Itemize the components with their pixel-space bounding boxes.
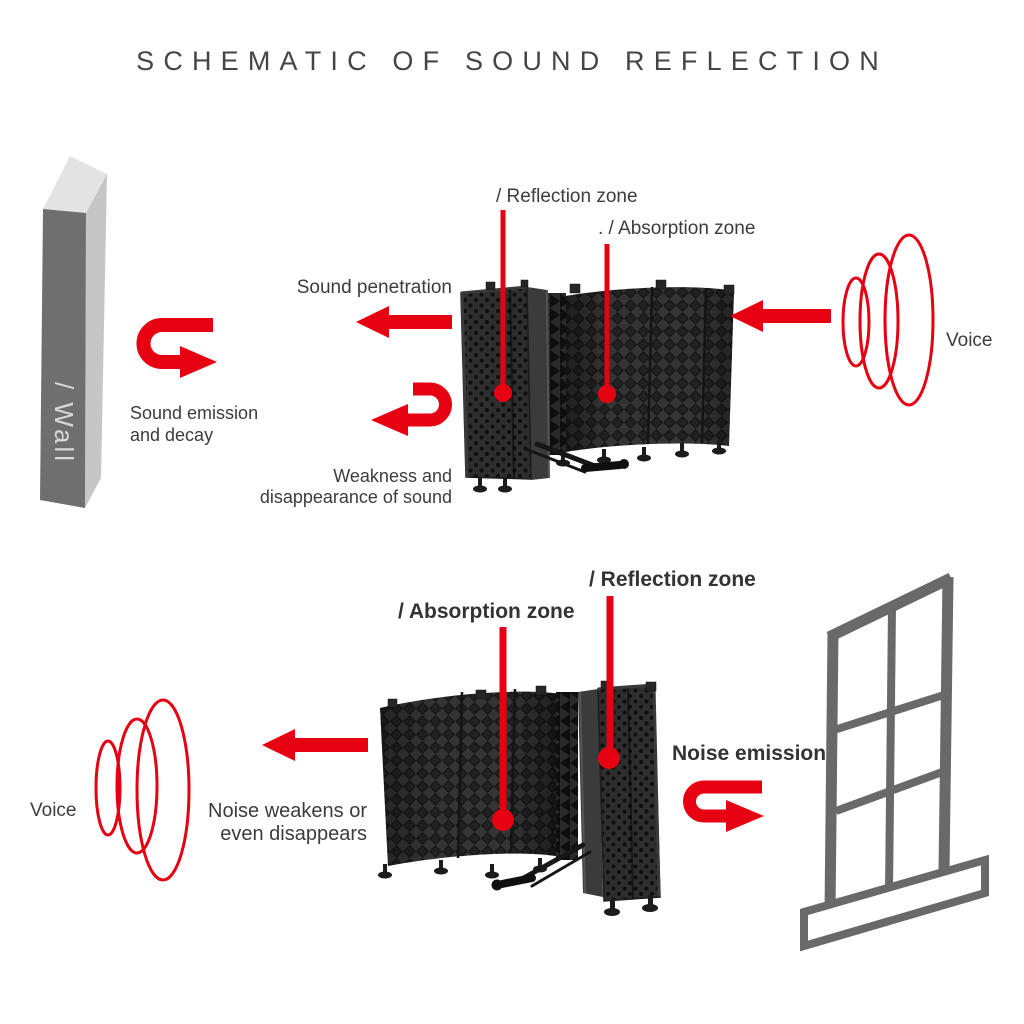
sound-emission-line1: Sound emission	[130, 403, 259, 423]
noise-emission-label: Noise emission	[672, 742, 827, 765]
wall-label: / Wall	[49, 381, 80, 465]
noise-weakens-label: Noise weakens or even disappears	[208, 800, 367, 846]
sound-emission-label: Sound emission and decay	[130, 402, 258, 446]
absorption-zone-label-top: . / Absorption zone	[598, 218, 756, 239]
reflection-zone-label-bottom: / Reflection zone	[589, 568, 756, 591]
mic-shield-bottom	[378, 680, 661, 916]
pointer-absorption-top	[598, 244, 616, 403]
voice-label-top: Voice	[946, 330, 993, 351]
sound-emission-line2: and decay	[130, 425, 214, 445]
noise-weakens-line2: even disappears	[220, 823, 367, 845]
voice-label-bottom: Voice	[30, 800, 77, 821]
sound-penetration-arrow-icon	[356, 306, 452, 338]
pointer-absorption-bottom	[492, 627, 514, 831]
voice-arrow-top-icon	[730, 300, 831, 332]
pointer-reflection-top	[494, 210, 512, 402]
voice-waves-bottom	[94, 698, 191, 882]
noise-emission-uturn-arrow-icon	[683, 780, 764, 832]
voice-waves-top	[841, 233, 935, 407]
noise-weakens-line1: Noise weakens or	[208, 800, 367, 822]
sound-emission-uturn-arrow-icon	[136, 318, 217, 378]
weakness-line2: disappearance of sound	[259, 487, 452, 507]
absorption-zone-label-bottom: / Absorption zone	[398, 600, 575, 623]
weakness-uturn-arrow-icon	[371, 382, 452, 436]
weakness-line1: Weakness and	[333, 466, 452, 486]
reflection-zone-label-top: / Reflection zone	[496, 186, 638, 207]
page-title: SCHEMATIC OF SOUND REFLECTION	[136, 46, 888, 76]
window-graphic	[800, 573, 989, 952]
sound-penetration-label: Sound penetration	[296, 277, 452, 298]
wall-graphic	[40, 156, 107, 508]
pointer-reflection-bottom	[598, 596, 620, 769]
mic-shield-top	[460, 279, 735, 493]
noise-weakens-arrow-icon	[262, 729, 368, 761]
weakness-label: Weakness and disappearance of sound	[260, 466, 452, 508]
